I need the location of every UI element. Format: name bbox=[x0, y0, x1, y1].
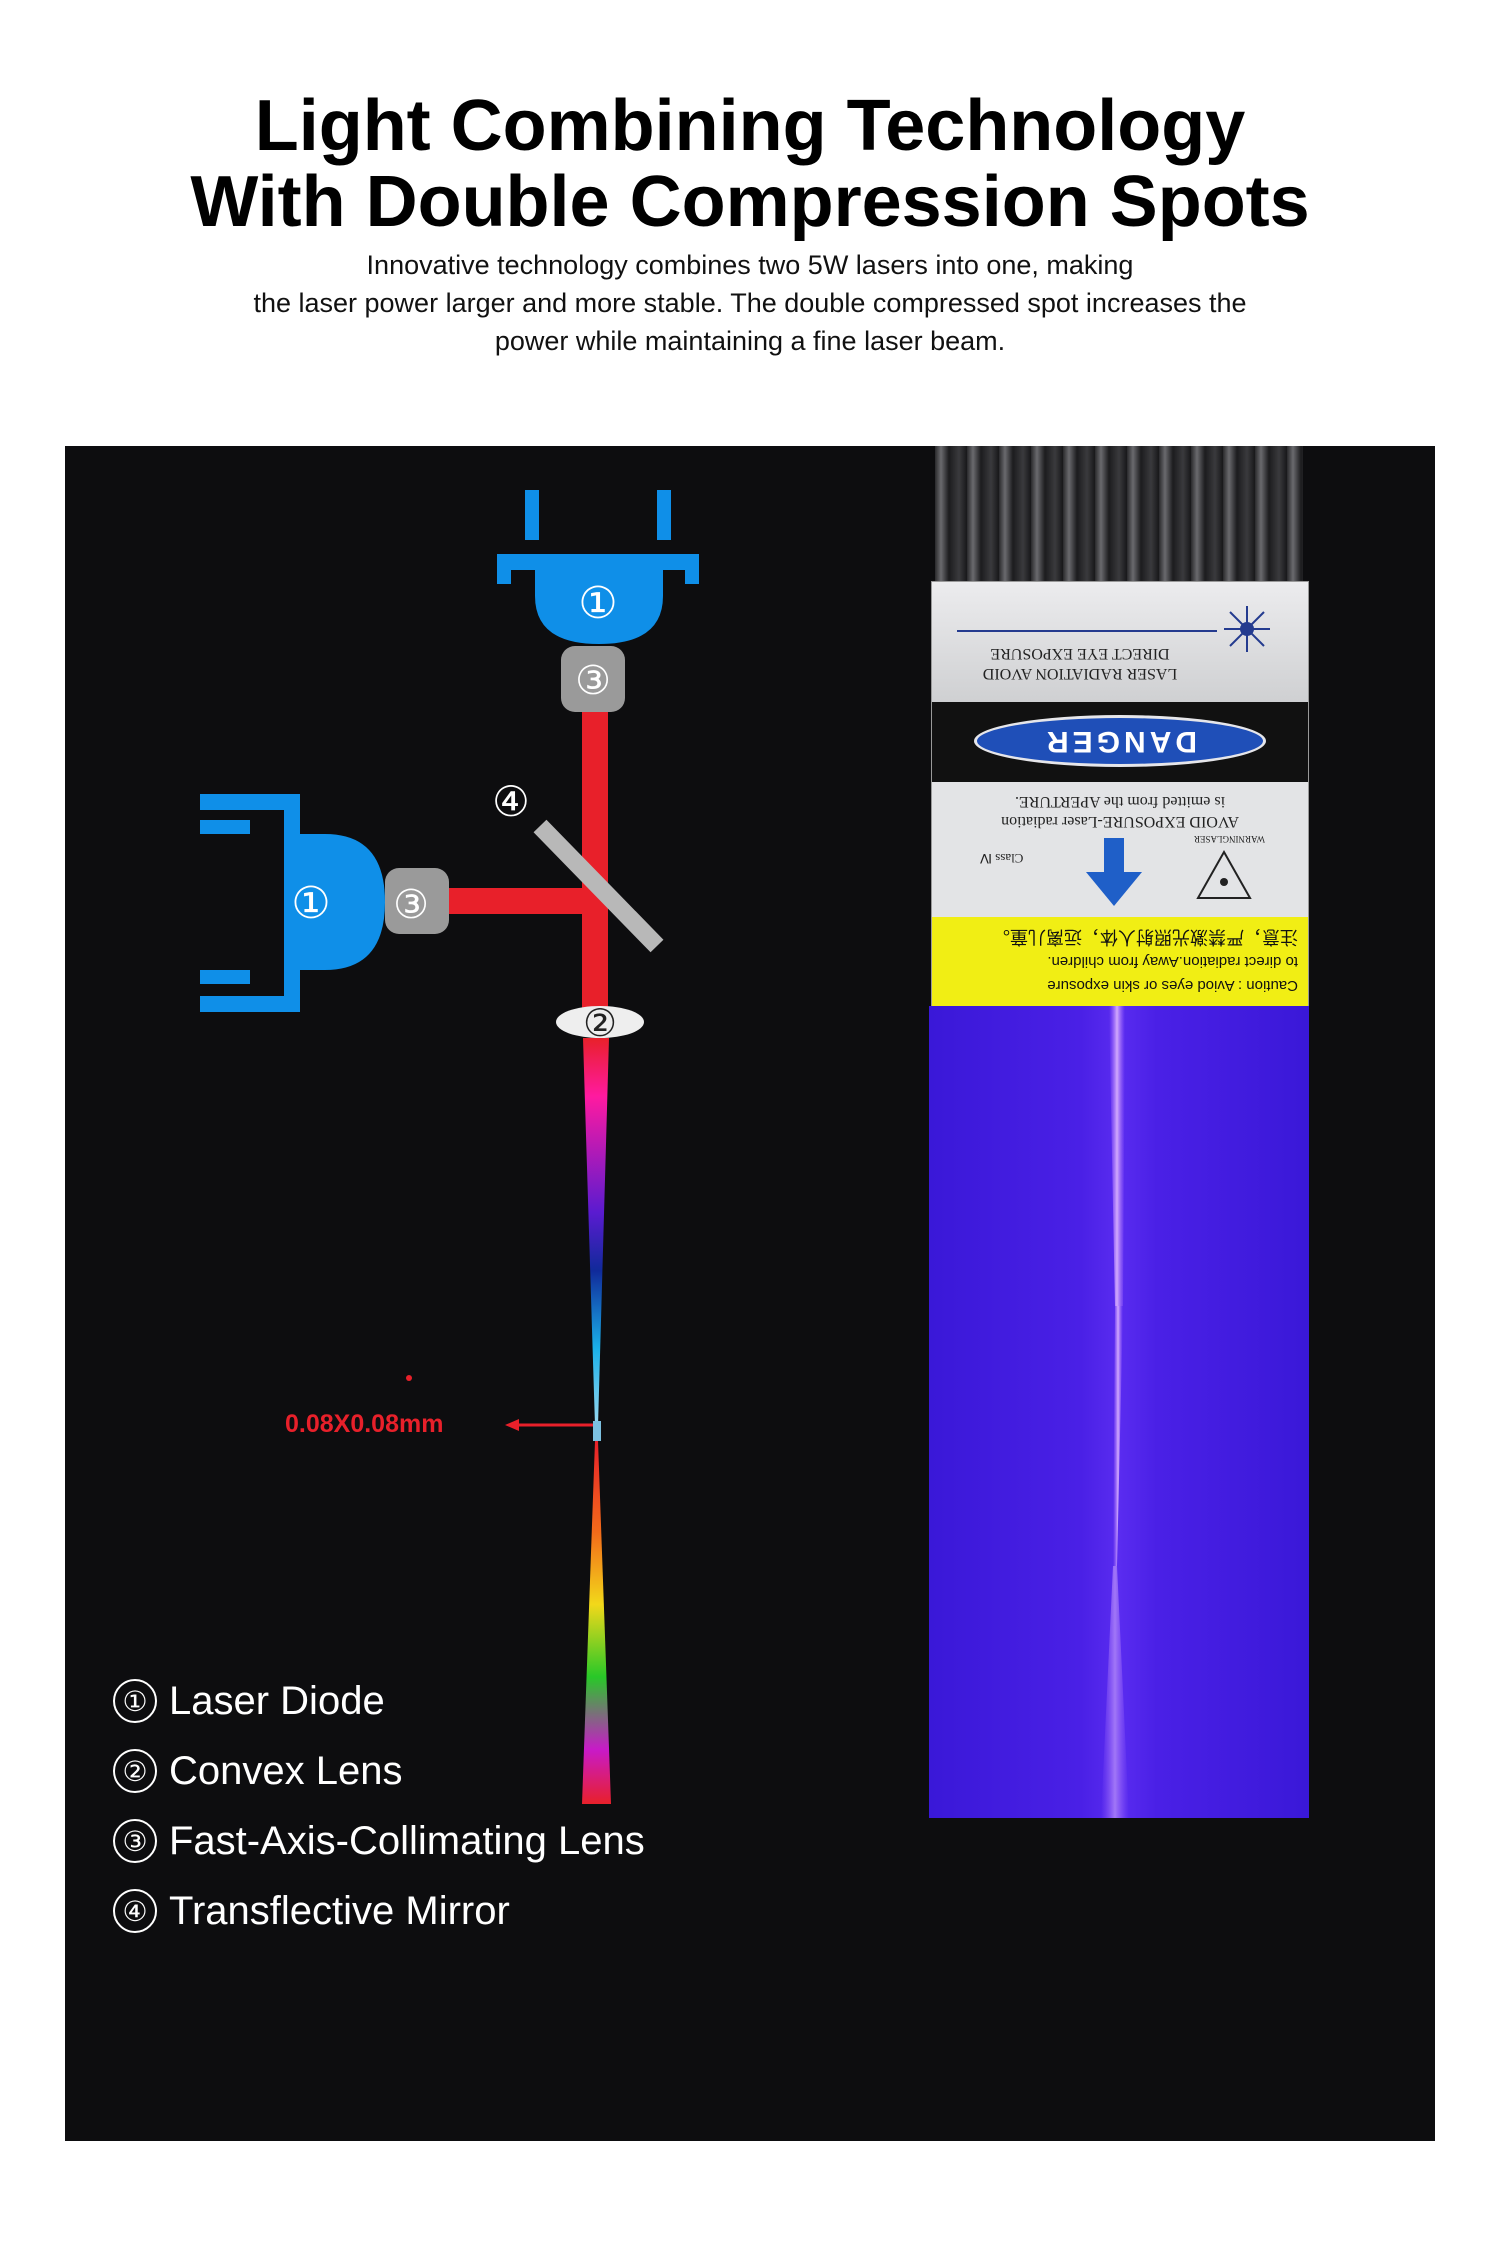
left-fac-marker: ③ bbox=[393, 882, 429, 928]
legend: ① Laser Diode ② Convex Lens ③ Fast-Axis-Col… bbox=[113, 1666, 645, 1946]
left-laser-diode-icon bbox=[200, 794, 385, 1012]
beam-window bbox=[929, 1006, 1309, 1818]
left-fac-lens bbox=[385, 868, 449, 934]
legend-item: ③ Fast-Axis-Collimating Lens bbox=[113, 1806, 645, 1876]
top-diode-marker: ① bbox=[578, 578, 617, 629]
danger-badge: DANGER bbox=[974, 715, 1266, 767]
optical-path-diagram: ① ③ ① ③ ④ ② bbox=[200, 490, 699, 1804]
mid-line-2: is emitted from the APERTURE. bbox=[1014, 793, 1226, 810]
legend-label: Fast-Axis-Collimating Lens bbox=[169, 1818, 645, 1863]
laser-hazard-triangle-icon bbox=[1196, 849, 1252, 899]
legend-number: ③ bbox=[113, 1819, 157, 1863]
diverging-beam-lower bbox=[582, 1441, 611, 1804]
warning-line-1: LASER RADIATION AVOID bbox=[982, 665, 1178, 682]
warning-label: LASER RADIATION AVOID DIRECT EYE EXPOSUR… bbox=[931, 581, 1309, 1008]
caution-line-1: Caution : Aviod eyes or skin exposure bbox=[1047, 977, 1298, 994]
title-line-2: With Double Compression Spots bbox=[190, 162, 1310, 242]
legend-label: Laser Diode bbox=[169, 1678, 385, 1723]
warning-small-text: WARNINGLASER bbox=[1194, 834, 1265, 844]
transflective-mirror bbox=[533, 819, 664, 953]
focusing-beam-upper bbox=[583, 1038, 609, 1426]
convex-lens-icon bbox=[556, 1006, 644, 1038]
legend-item: ④ Transflective Mirror bbox=[113, 1876, 645, 1946]
laser-starburst-icon bbox=[1224, 606, 1270, 652]
down-arrow-icon bbox=[1086, 838, 1142, 906]
danger-band: DANGER bbox=[932, 702, 1308, 782]
left-diode-marker: ① bbox=[291, 878, 330, 929]
legend-item: ① Laser Diode bbox=[113, 1666, 645, 1736]
legend-label: Convex Lens bbox=[169, 1748, 403, 1793]
caution-chinese: 注意，严禁激光照射人体，远离儿童。 bbox=[992, 927, 1298, 947]
diagram-panel: ① ③ ① ③ ④ ② bbox=[65, 446, 1435, 2141]
subtitle-line-2: the laser power larger and more stable. … bbox=[253, 288, 1247, 318]
focal-spot bbox=[593, 1421, 601, 1441]
label-middle-section: AVOID EXPOSURE-Laser radiation is emitte… bbox=[932, 782, 1308, 917]
warning-line-2: DIRECT EYE EXPOSURE bbox=[990, 645, 1170, 662]
laser-module-photo: LASER RADIATION AVOID DIRECT EYE EXPOSUR… bbox=[929, 446, 1309, 1818]
spot-dot bbox=[406, 1375, 412, 1381]
label-rule bbox=[957, 630, 1217, 632]
class-text: Class Ⅳ bbox=[980, 851, 1024, 866]
horizontal-beam bbox=[449, 888, 608, 914]
mid-line-1: AVOID EXPOSURE-Laser radiation bbox=[1001, 813, 1239, 830]
top-fac-lens bbox=[561, 646, 625, 712]
top-laser-diode-icon bbox=[497, 490, 699, 644]
lens-marker: ② bbox=[583, 1001, 617, 1045]
subtitle-line-3: power while maintaining a fine laser bea… bbox=[494, 326, 1006, 356]
legend-number: ① bbox=[113, 1679, 157, 1723]
mirror-marker: ④ bbox=[492, 777, 530, 826]
title-line-1: Light Combining Technology bbox=[254, 86, 1246, 166]
caution-section: Caution : Aviod eyes or skin exposure to… bbox=[932, 917, 1308, 1007]
legend-label: Transflective Mirror bbox=[169, 1888, 510, 1933]
legend-item: ② Convex Lens bbox=[113, 1736, 645, 1806]
heatsink bbox=[935, 446, 1303, 581]
label-top-section: LASER RADIATION AVOID DIRECT EYE EXPOSUR… bbox=[932, 582, 1308, 702]
page-title: Light Combining Technology With Double C… bbox=[0, 88, 1500, 240]
legend-number: ④ bbox=[113, 1889, 157, 1933]
subtitle-line-1: Innovative technology combines two 5W la… bbox=[366, 250, 1134, 280]
laser-beam-photo bbox=[1101, 1006, 1129, 1818]
spot-arrow-head bbox=[505, 1419, 519, 1431]
spot-size-label: 0.08X0.08mm bbox=[285, 1410, 444, 1438]
top-fac-marker: ③ bbox=[575, 658, 611, 704]
legend-number: ② bbox=[113, 1749, 157, 1793]
subtitle: Innovative technology combines two 5W la… bbox=[150, 246, 1350, 360]
caution-line-2: to direct radiation.Away from children. bbox=[1047, 953, 1298, 970]
